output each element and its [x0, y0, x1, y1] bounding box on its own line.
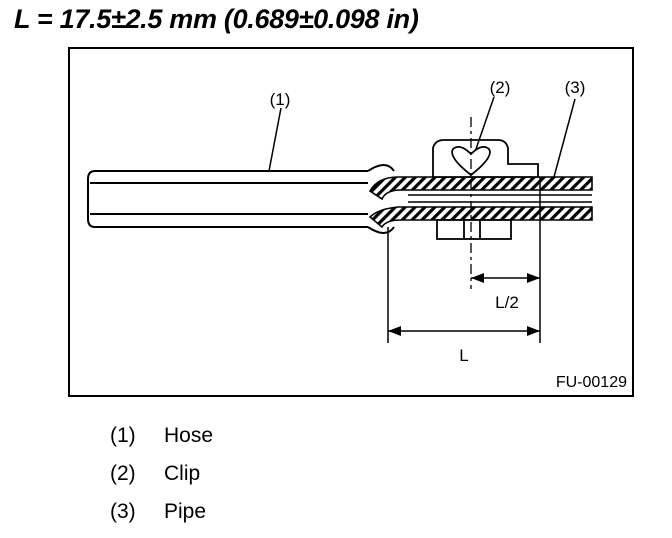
hose-clip-diagram: (1) (2) (3) L/2 L FU-00129	[68, 47, 634, 397]
legend-number: (1)	[110, 424, 136, 447]
legend-number: (3)	[110, 500, 136, 523]
page-title: L = 17.5±2.5 mm (0.689±0.098 in)	[14, 4, 419, 34]
hose	[87, 164, 395, 234]
legend: (1) Hose (2) Clip (3) Pipe	[110, 424, 213, 538]
legend-label: Hose	[164, 424, 214, 447]
legend-item-hose: (1) Hose	[110, 424, 213, 462]
dimension-arrows	[388, 273, 540, 336]
legend-item-pipe: (3) Pipe	[110, 500, 213, 538]
legend-label: Pipe	[164, 500, 207, 523]
legend-number: (2)	[110, 462, 136, 485]
figure-frame	[68, 47, 634, 397]
dimension-label-half: L/2	[495, 293, 519, 312]
callout-hose: (1)	[270, 90, 291, 109]
legend-label: Clip	[164, 462, 201, 485]
leader-lines	[268, 96, 576, 178]
callout-clip: (2)	[490, 78, 511, 97]
pipe	[368, 176, 593, 229]
legend-item-clip: (2) Clip	[110, 462, 213, 500]
callout-pipe: (3)	[565, 78, 586, 97]
dimension-label-full: L	[459, 346, 468, 365]
figure-code: FU-00129	[556, 374, 627, 391]
